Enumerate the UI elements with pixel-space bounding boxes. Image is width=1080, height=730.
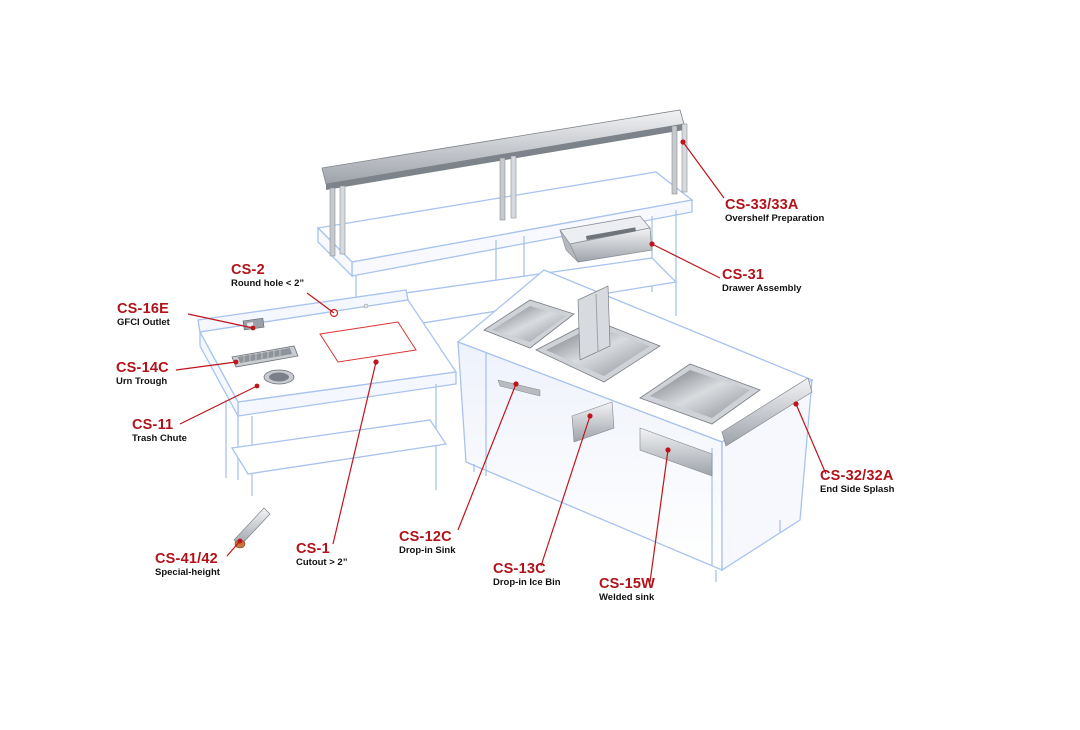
callout-desc: Overshelf Preparation bbox=[725, 212, 825, 224]
callout-desc: Drop-in Ice Bin bbox=[493, 576, 561, 588]
drop-in-ice-bin bbox=[535, 285, 661, 443]
callout-code: CS-14C bbox=[116, 360, 169, 376]
callout-desc: GFCI Outlet bbox=[117, 316, 170, 328]
callout-cs-12c: CS-12C Drop-in Sink bbox=[399, 530, 455, 555]
callout-cs-16e: CS-16E GFCI Outlet bbox=[117, 302, 170, 327]
callout-cs-1: CS-1 Cutout > 2” bbox=[296, 542, 347, 567]
left-worktable bbox=[197, 289, 458, 496]
callout-code: CS-1 bbox=[296, 541, 330, 557]
callout-code: CS-15W bbox=[599, 576, 655, 592]
callout-code: CS-33/33A bbox=[725, 197, 799, 213]
callout-cs-32-32a: CS-32/32A End Side Splash bbox=[820, 469, 894, 494]
callout-code: CS-12C bbox=[399, 529, 452, 545]
callout-cs-11: CS-11 Trash Chute bbox=[132, 418, 187, 443]
callout-cs-13c: CS-13C Drop-in Ice Bin bbox=[493, 562, 561, 587]
callout-code: CS-41/42 bbox=[155, 551, 218, 567]
callout-desc: Round hole < 2” bbox=[231, 277, 305, 289]
drop-in-sink bbox=[483, 299, 575, 397]
callout-desc: Trash Chute bbox=[132, 432, 187, 444]
callout-code: CS-31 bbox=[722, 267, 765, 283]
leader-lines bbox=[175, 141, 827, 583]
callout-desc: Drop-in Sink bbox=[399, 544, 456, 556]
callout-cs-41-42: CS-41/42 Special-height bbox=[155, 552, 220, 577]
callout-cs-31: CS-31 Drawer Assembly bbox=[722, 268, 801, 293]
callout-desc: End Side Splash bbox=[820, 483, 895, 495]
callout-cs-15w: CS-15W Welded sink bbox=[599, 577, 655, 602]
callout-code: CS-2 bbox=[231, 262, 265, 278]
callout-desc: Drawer Assembly bbox=[722, 282, 802, 294]
callout-code: CS-16E bbox=[117, 301, 169, 317]
callout-cs-2: CS-2 Round hole < 2” bbox=[231, 263, 304, 288]
end-side-splash bbox=[721, 377, 813, 447]
callout-desc: Special-height bbox=[155, 566, 220, 578]
drawer-assembly bbox=[559, 215, 653, 263]
trash-chute bbox=[263, 369, 295, 385]
callout-cs-33-33a: CS-33/33A Overshelf Preparation bbox=[725, 198, 824, 223]
callout-cs-14c: CS-14C Urn Trough bbox=[116, 361, 169, 386]
welded-sink bbox=[639, 363, 761, 477]
callout-code: CS-11 bbox=[132, 417, 174, 433]
leader-dots bbox=[233, 139, 799, 544]
overshelf bbox=[321, 109, 688, 257]
callout-desc: Welded sink bbox=[599, 591, 655, 603]
callout-desc: Urn Trough bbox=[116, 375, 168, 387]
callout-code: CS-32/32A bbox=[820, 468, 894, 484]
callout-desc: Cutout > 2” bbox=[296, 556, 348, 568]
callout-code: CS-13C bbox=[493, 561, 546, 577]
